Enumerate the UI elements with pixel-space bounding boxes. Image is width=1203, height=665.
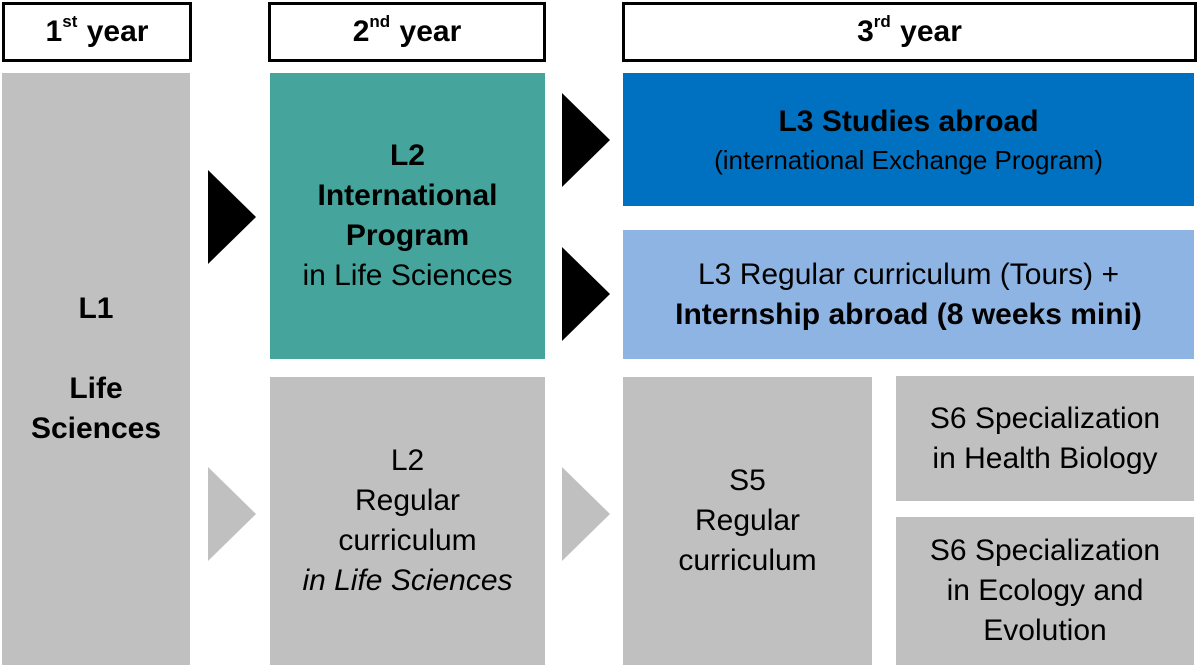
- l3-regular-internship-box: L3 Regular curriculum (Tours) + Internsh…: [623, 230, 1194, 359]
- l2-intl-line2: International: [317, 179, 498, 212]
- s6-eco-line1: S6 Specialization: [929, 534, 1161, 567]
- arrow-right-icon: [562, 93, 610, 187]
- l2-regular-curriculum-box: L2 Regular curriculum in Life Sciences: [270, 377, 545, 665]
- arrow-right-icon: [562, 467, 610, 561]
- s6-eco-line3: Evolution: [983, 614, 1107, 647]
- l2-intl-title: L2: [389, 139, 425, 172]
- header-year-1-num: 1: [45, 15, 63, 48]
- arrow-right-icon: [208, 467, 256, 561]
- l1-life-sciences-box: L1 Life Sciences: [2, 73, 190, 665]
- arrow-right-icon: [562, 247, 610, 341]
- header-year-1-label: year: [86, 15, 149, 48]
- l2-reg-line3: curriculum: [338, 524, 477, 557]
- header-year-3-label: year: [900, 15, 962, 48]
- l3-regular-line1: L3 Regular curriculum (Tours) +: [698, 257, 1119, 291]
- header-year-2-sup: nd: [369, 11, 391, 31]
- s6-health-line2: in Health Biology: [932, 441, 1158, 475]
- l1-title: L1: [78, 292, 114, 325]
- l1-subtitle-line2: Sciences: [30, 412, 162, 445]
- arrow-right-icon: [208, 170, 256, 264]
- s6-ecology-evolution-box: S6 Specialization in Ecology and Evoluti…: [896, 517, 1194, 665]
- s5-line2: Regular: [694, 504, 801, 537]
- l2-intl-line3: Program: [345, 219, 470, 252]
- s5-title: S5: [729, 464, 766, 497]
- s6-health-line1: S6 Specialization: [929, 401, 1161, 435]
- l2-reg-line4: in Life Sciences: [302, 564, 513, 597]
- s6-eco-line2: in Ecology and: [946, 574, 1144, 607]
- l3-abroad-subtitle: (international Exchange Program): [714, 144, 1103, 175]
- l2-reg-line2: Regular: [354, 484, 461, 517]
- header-year-3-num: 3: [857, 15, 874, 48]
- header-year-2-label: year: [399, 15, 462, 48]
- header-year-3-sup: rd: [873, 11, 891, 31]
- l3-abroad-title: L3 Studies abroad: [778, 104, 1039, 138]
- header-year-1-sup: st: [62, 11, 78, 31]
- s5-regular-curriculum-box: S5 Regular curriculum: [623, 377, 872, 665]
- l3-internship-line2: Internship abroad (8 weeks mini): [675, 297, 1142, 331]
- header-year-2-num: 2: [352, 15, 370, 48]
- l2-intl-line4: in Life Sciences: [302, 259, 513, 292]
- s6-health-biology-box: S6 Specialization in Health Biology: [896, 376, 1194, 501]
- l3-studies-abroad-box: L3 Studies abroad (international Exchang…: [623, 73, 1194, 206]
- l2-international-program-box: L2 International Program in Life Science…: [270, 73, 545, 359]
- l1-subtitle-line1: Life: [69, 372, 123, 405]
- s5-line3: curriculum: [678, 544, 817, 577]
- l2-reg-title: L2: [390, 444, 425, 477]
